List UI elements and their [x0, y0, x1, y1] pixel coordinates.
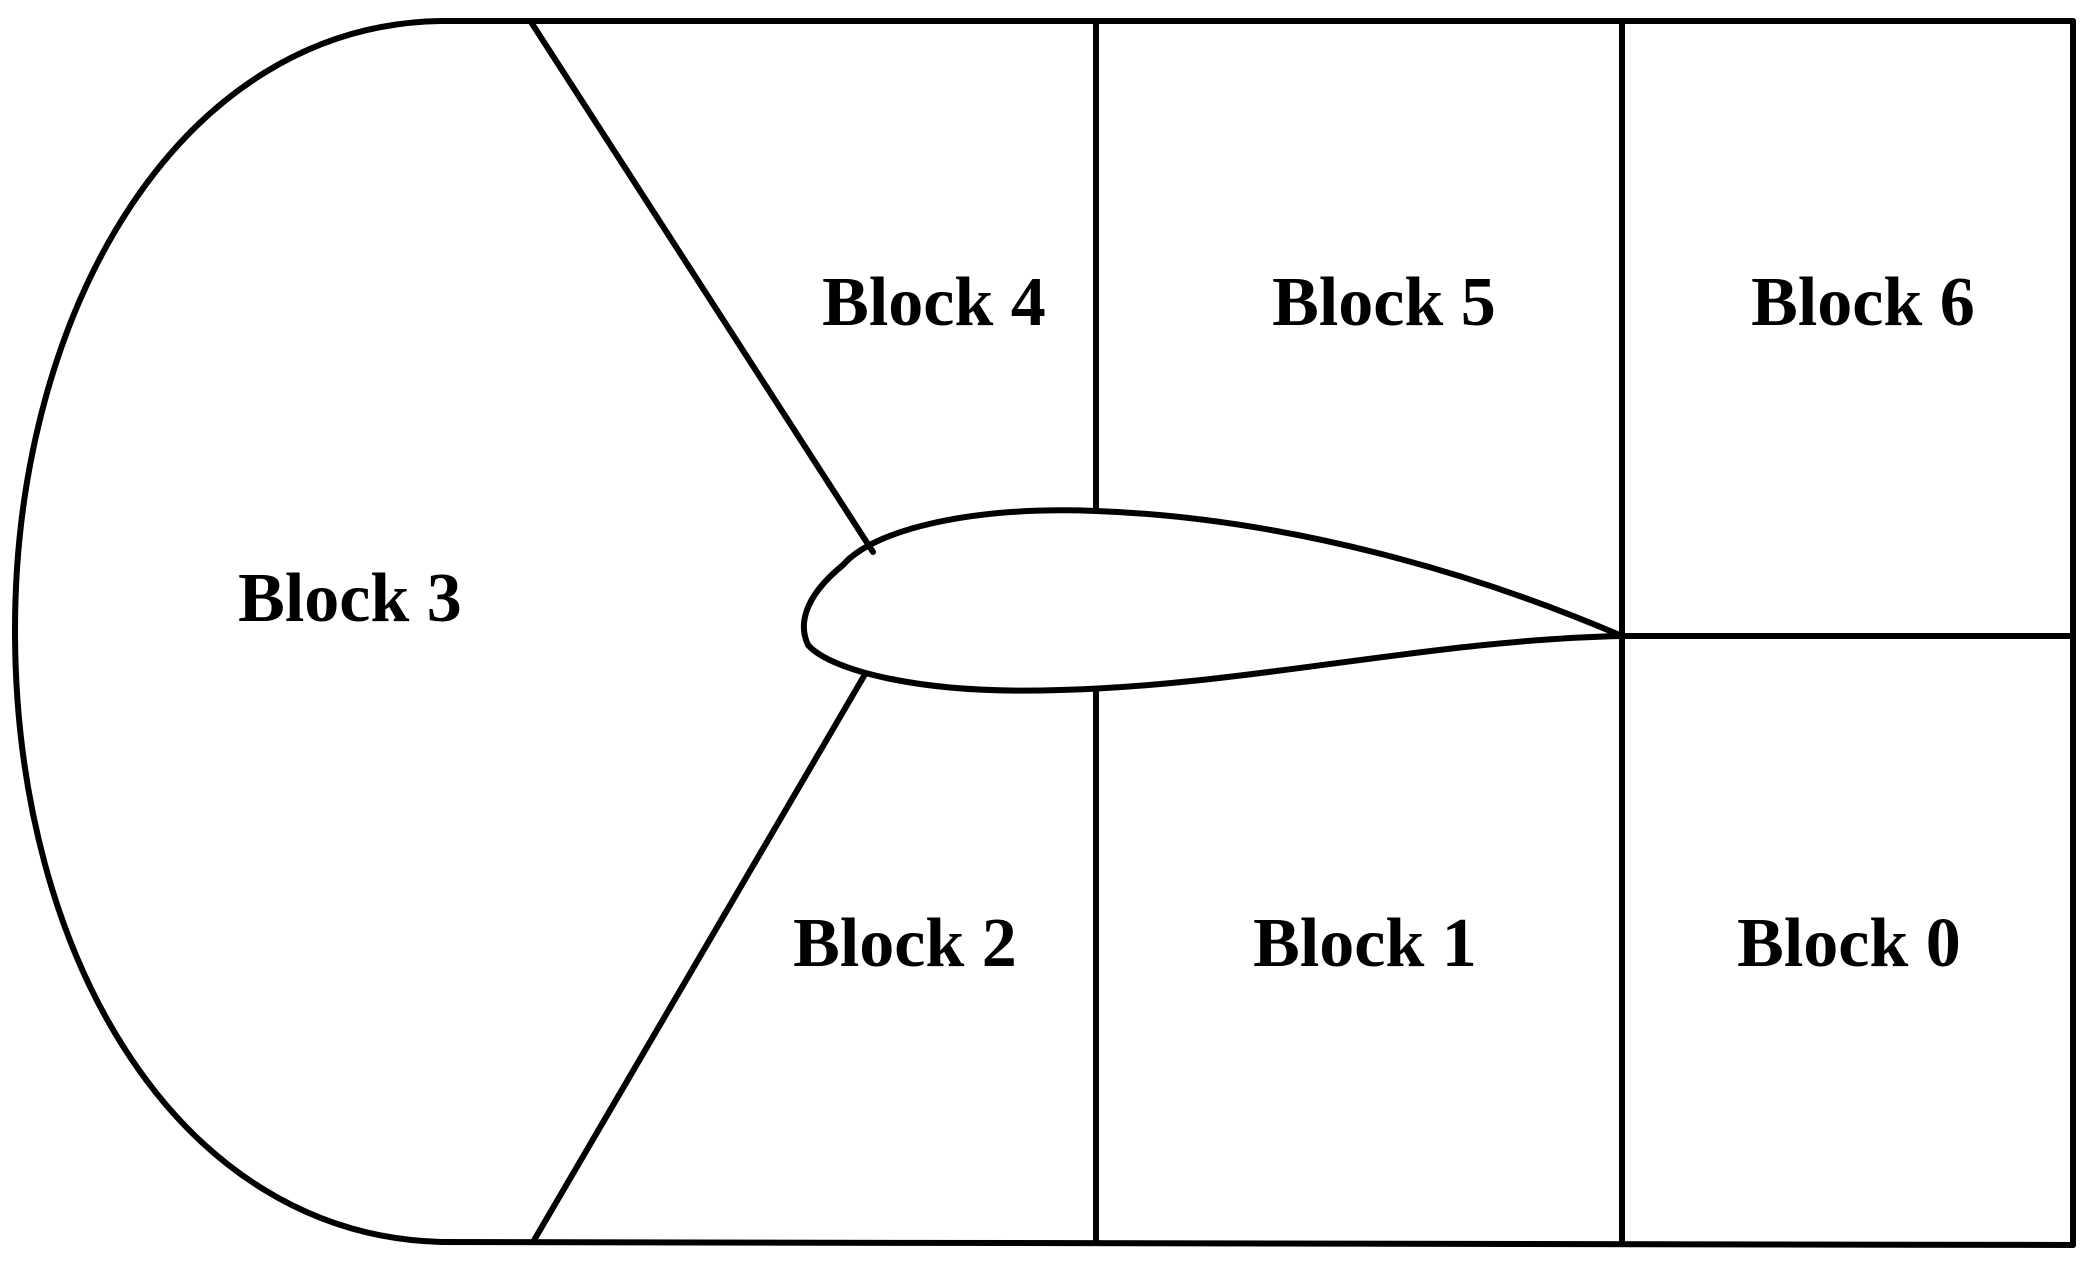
block-6-label: Block 6 [1751, 264, 1975, 341]
block-2-label: Block 2 [793, 905, 1017, 982]
block-3-4-divider [528, 19, 876, 555]
airfoil-shape [800, 507, 1625, 694]
outer-boundary-c-arc [12, 18, 444, 1245]
block-0-label: Block 0 [1737, 905, 1961, 982]
block-5-label: Block 5 [1272, 264, 1496, 341]
block-2-3-divider [530, 673, 867, 1245]
block-4-label: Block 4 [822, 264, 1046, 341]
block-3-label: Block 3 [238, 560, 462, 637]
outer-boundary-bottom [438, 1239, 2076, 1248]
block-1-label: Block 1 [1253, 905, 1477, 982]
